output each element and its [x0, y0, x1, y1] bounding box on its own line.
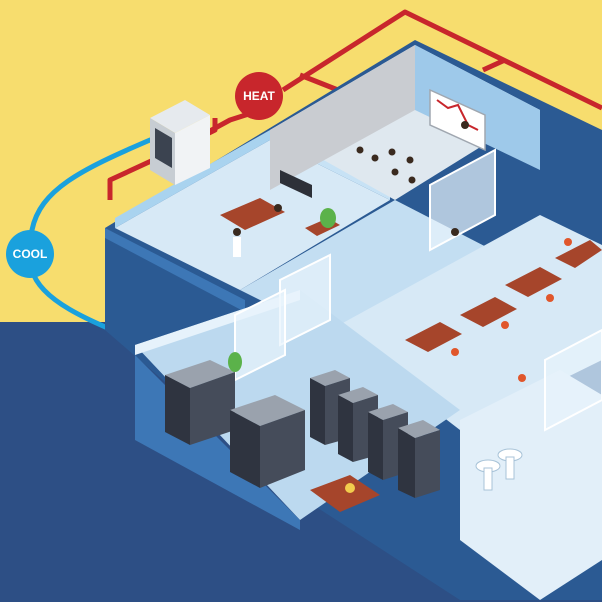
server-racks	[165, 360, 440, 498]
wall-tv-icon	[280, 170, 312, 198]
person-icon	[564, 238, 572, 246]
plant-icon	[228, 208, 336, 372]
person-icon	[274, 204, 282, 212]
cool-label: COOL	[13, 247, 48, 261]
meeting-room-wall-back	[270, 45, 415, 190]
person-icon	[546, 294, 554, 302]
cool-badge: COOL	[6, 230, 54, 278]
person-icon	[451, 348, 459, 356]
person-icon	[356, 146, 364, 154]
person-icon	[518, 374, 526, 382]
person-icon	[391, 168, 399, 176]
meeting-room-wall-right	[415, 45, 540, 170]
person-icon	[501, 321, 509, 329]
person-icon	[388, 148, 396, 156]
person-icon	[371, 154, 379, 162]
person-icon	[233, 237, 241, 257]
person-icon	[406, 156, 414, 164]
server-rack-icon	[230, 395, 305, 488]
glass-partitions	[234, 148, 602, 432]
person-icon	[461, 121, 469, 129]
heat-label: HEAT	[243, 89, 275, 103]
sink-icon	[475, 448, 523, 491]
person-icon	[408, 176, 416, 184]
people	[233, 121, 572, 493]
hvac-unit-icon	[150, 100, 210, 185]
server-rack-icon	[165, 360, 235, 445]
heat-badge: HEAT	[235, 72, 283, 120]
server-rack-icon	[398, 420, 440, 498]
restroom-floor	[460, 370, 602, 600]
person-icon	[233, 228, 241, 236]
person-icon	[451, 228, 459, 236]
office-room-wall-back	[115, 130, 270, 228]
whiteboard-icon	[429, 88, 486, 152]
person-icon	[345, 483, 355, 493]
